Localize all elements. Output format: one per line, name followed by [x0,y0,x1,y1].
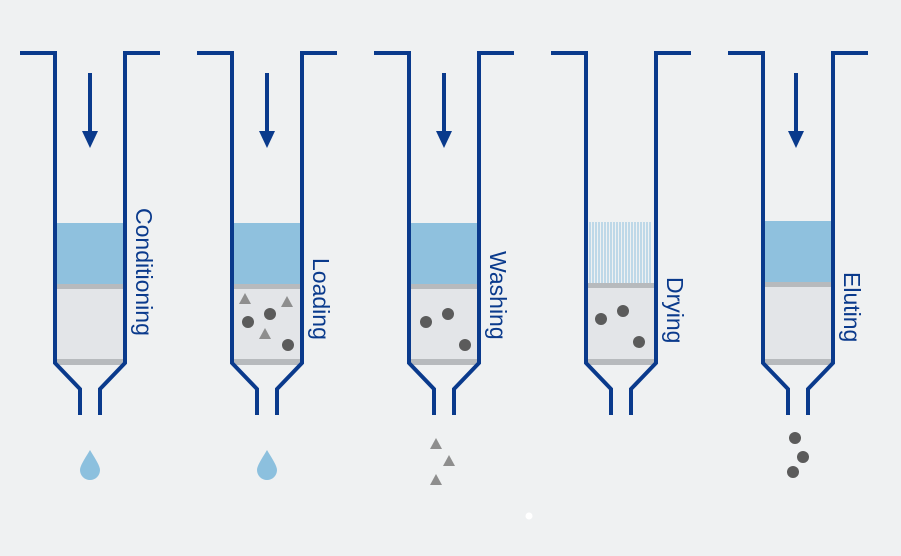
frit-top [234,284,300,289]
sorbent-bed [765,283,831,363]
step-eluting: Eluting [728,51,868,478]
droplet-icon [257,450,277,480]
frit-top [57,284,123,289]
cartridge-outline [374,51,514,415]
solvent-layer [234,223,300,285]
step-label: Loading [308,258,334,340]
dry-gas-lines [589,222,651,283]
triangle-icon [259,328,271,339]
sorbent-bed [57,285,123,363]
frit-bottom [411,359,477,365]
circle-icon [633,336,645,348]
cartridge-outline [197,51,337,415]
carousel-dot[interactable] [525,512,533,520]
step-label: Eluting [839,272,865,342]
cartridge-outline [728,51,868,415]
circle-icon [617,305,629,317]
step-conditioning: Conditioning [20,51,160,480]
circle-icon [420,316,432,328]
frit-bottom [588,359,654,365]
circle-icon [264,308,276,320]
circle-icon [787,466,799,478]
triangle-icon [281,296,293,307]
droplet-icon [80,450,100,480]
step-label: Washing [485,251,511,340]
analyte-particles [420,308,471,351]
circle-icon [442,308,454,320]
frit-top [411,284,477,289]
eluate-analytes [787,432,809,478]
triangle-icon [430,438,442,449]
step-label: Drying [662,277,688,343]
analyte-particles [239,293,294,351]
frit-bottom [234,359,300,365]
cartridge-outline [551,51,691,415]
triangle-icon [443,455,455,466]
analyte-particles [595,305,645,348]
circle-icon [459,339,471,351]
step-drying: Drying [551,51,691,415]
solvent-layer [765,221,831,283]
solvent-layer [57,223,123,285]
frit-bottom [57,359,123,365]
triangle-icon [430,474,442,485]
circle-icon [789,432,801,444]
solvent-layer [411,223,477,285]
triangle-icon [239,293,251,304]
flow-arrow-icon [788,73,804,148]
eluate-interferences [430,438,455,485]
circle-icon [282,339,294,351]
step-washing: Washing [374,51,514,485]
frit-top [765,282,831,287]
flow-arrow-icon [82,73,98,148]
circle-icon [595,313,607,325]
frit-top [588,283,654,288]
circle-icon [242,316,254,328]
cartridge-outline [20,51,160,415]
step-label: Conditioning [131,208,157,336]
flow-arrow-icon [259,73,275,148]
step-loading: Loading [197,51,337,480]
frit-bottom [765,359,831,365]
flow-arrow-icon [436,73,452,148]
circle-icon [797,451,809,463]
